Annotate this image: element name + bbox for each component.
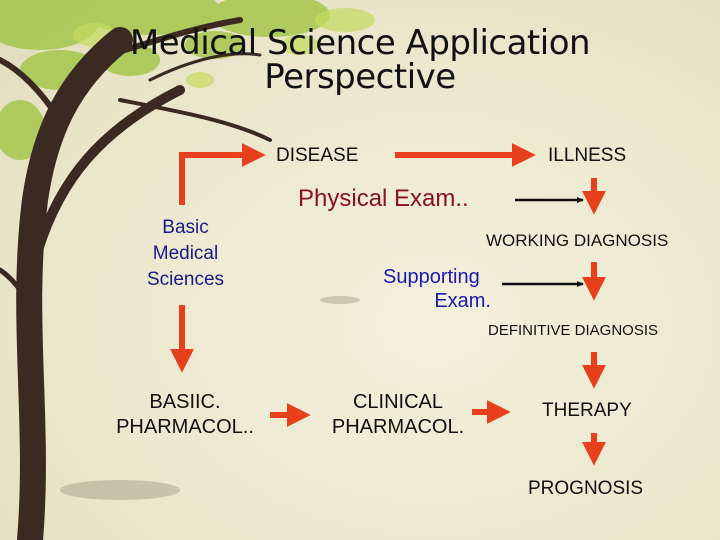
node-disease: DISEASE	[276, 145, 359, 166]
node-physical-exam: Physical Exam..	[298, 185, 469, 212]
basic-pharmacol-line-1: BASIIC.	[149, 391, 221, 413]
node-basic-pharmacol: BASIIC. PHARMACOL..	[105, 390, 265, 440]
node-clinical-pharmacol: CLINICAL PHARMACOL.	[323, 390, 473, 440]
node-working-diagnosis: WORKING DIAGNOSIS	[486, 231, 669, 250]
clinical-pharmacol-line-2: PHARMACOL.	[331, 416, 465, 438]
supporting-exam-line-2: Exam.	[434, 290, 491, 312]
clinical-pharmacol-line-1: CLINICAL	[352, 391, 444, 413]
basic-sciences-line-3: Sciences	[146, 269, 225, 290]
node-basic-medical-sciences: Basic Medical Sciences	[128, 215, 243, 293]
node-supporting-exam: Supporting Exam.	[383, 265, 503, 313]
supporting-exam-line-1: Supporting	[383, 266, 480, 288]
basic-pharmacol-line-2: PHARMACOL..	[116, 416, 254, 438]
node-therapy: THERAPY	[542, 400, 632, 421]
node-illness: ILLNESS	[548, 145, 627, 166]
node-prognosis: PROGNOSIS	[528, 478, 644, 499]
basic-sciences-line-1: Basic	[162, 217, 209, 238]
title-line-2: Perspective	[264, 57, 456, 97]
slide-title: Medical Science Application Perspective	[0, 26, 720, 94]
basic-sciences-line-2: Medical	[152, 243, 219, 264]
arrow-basic-to-disease	[179, 143, 266, 205]
node-definitive-diagnosis: DEFINITIVE DIAGNOSIS	[488, 322, 659, 339]
title-line-1: Medical Science Application	[129, 23, 591, 63]
